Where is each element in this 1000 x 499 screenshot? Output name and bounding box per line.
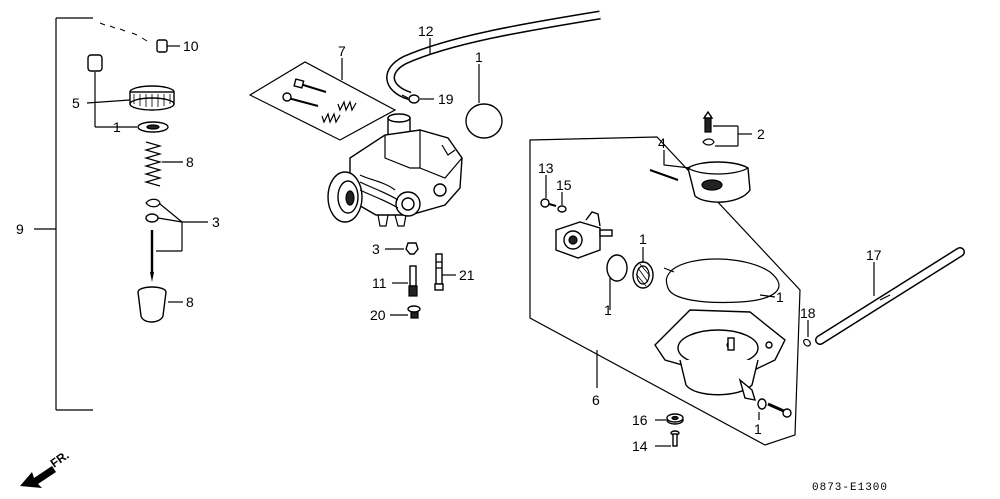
callout-3: 3 xyxy=(212,214,220,230)
screw-13-part xyxy=(540,175,557,208)
callout-4: 4 xyxy=(658,135,666,151)
float-chamber-bowl-part xyxy=(654,309,786,401)
vent-tube-part xyxy=(95,20,180,53)
filter-screen-part xyxy=(632,247,654,289)
slow-jet-part xyxy=(434,253,456,291)
callout-1: 1 xyxy=(475,49,483,65)
washer-15-part xyxy=(557,192,567,213)
assembly-6-panel xyxy=(529,136,801,446)
callout-10: 10 xyxy=(183,38,199,54)
callout-11: 11 xyxy=(372,275,387,291)
callout-labels: 10 5 1 8 9 3 8 7 12 1 19 3 11 21 20 2 4 … xyxy=(16,23,882,454)
washer-16-part xyxy=(655,413,684,425)
large-o-ring-part xyxy=(465,64,503,139)
drain-washer-part xyxy=(757,398,767,420)
kit-7-panel xyxy=(248,58,397,141)
needle-clip-part xyxy=(145,198,208,282)
callout-1: 1 xyxy=(776,289,784,305)
spring-part xyxy=(143,141,183,187)
float-part xyxy=(649,150,751,203)
chamber-cap-part xyxy=(86,54,175,111)
callout-16: 16 xyxy=(632,412,648,428)
carburetor-body-part xyxy=(327,113,463,227)
tube-clip-part xyxy=(401,94,434,104)
callout-9: 9 xyxy=(16,221,24,237)
float-valve-part xyxy=(702,110,752,147)
callout-14: 14 xyxy=(632,438,648,454)
callout-21: 21 xyxy=(459,267,475,283)
callout-18: 18 xyxy=(800,305,816,321)
callout-12: 12 xyxy=(418,23,434,39)
callout-3: 3 xyxy=(372,241,380,257)
drawing-code: 0873-E1300 xyxy=(812,482,888,494)
drain-screw-part xyxy=(390,305,421,319)
callout-15: 15 xyxy=(556,177,572,193)
callout-1: 1 xyxy=(754,421,762,437)
chamber-gasket-part xyxy=(663,258,780,304)
callout-7: 7 xyxy=(338,43,346,59)
washer-part xyxy=(94,103,169,133)
tube-clip-18-part xyxy=(803,320,811,347)
callout-8: 8 xyxy=(186,154,194,170)
front-direction-arrow: FR. xyxy=(20,448,72,488)
callout-17: 17 xyxy=(866,247,882,263)
callout-1: 1 xyxy=(639,231,647,247)
small-o-ring-part xyxy=(606,254,628,310)
screw-14-part xyxy=(655,430,680,447)
drain-bolt-part xyxy=(767,402,792,418)
callout-1: 1 xyxy=(113,119,121,135)
group-bracket-9 xyxy=(34,17,93,411)
callout-5: 5 xyxy=(72,95,80,111)
fuel-tube-part xyxy=(386,10,601,101)
overflow-tube-part xyxy=(815,247,965,345)
callout-6: 6 xyxy=(592,392,600,408)
callout-13: 13 xyxy=(538,160,554,176)
callout-8: 8 xyxy=(186,294,194,310)
callout-19: 19 xyxy=(438,91,454,107)
callout-2: 2 xyxy=(757,126,765,142)
callout-20: 20 xyxy=(370,307,386,323)
callout-1: 1 xyxy=(604,302,612,318)
main-jet-part xyxy=(385,242,419,255)
rubber-boot-part xyxy=(137,286,183,323)
cutoff-valve-part xyxy=(555,211,613,259)
needle-jet-part xyxy=(392,265,418,297)
